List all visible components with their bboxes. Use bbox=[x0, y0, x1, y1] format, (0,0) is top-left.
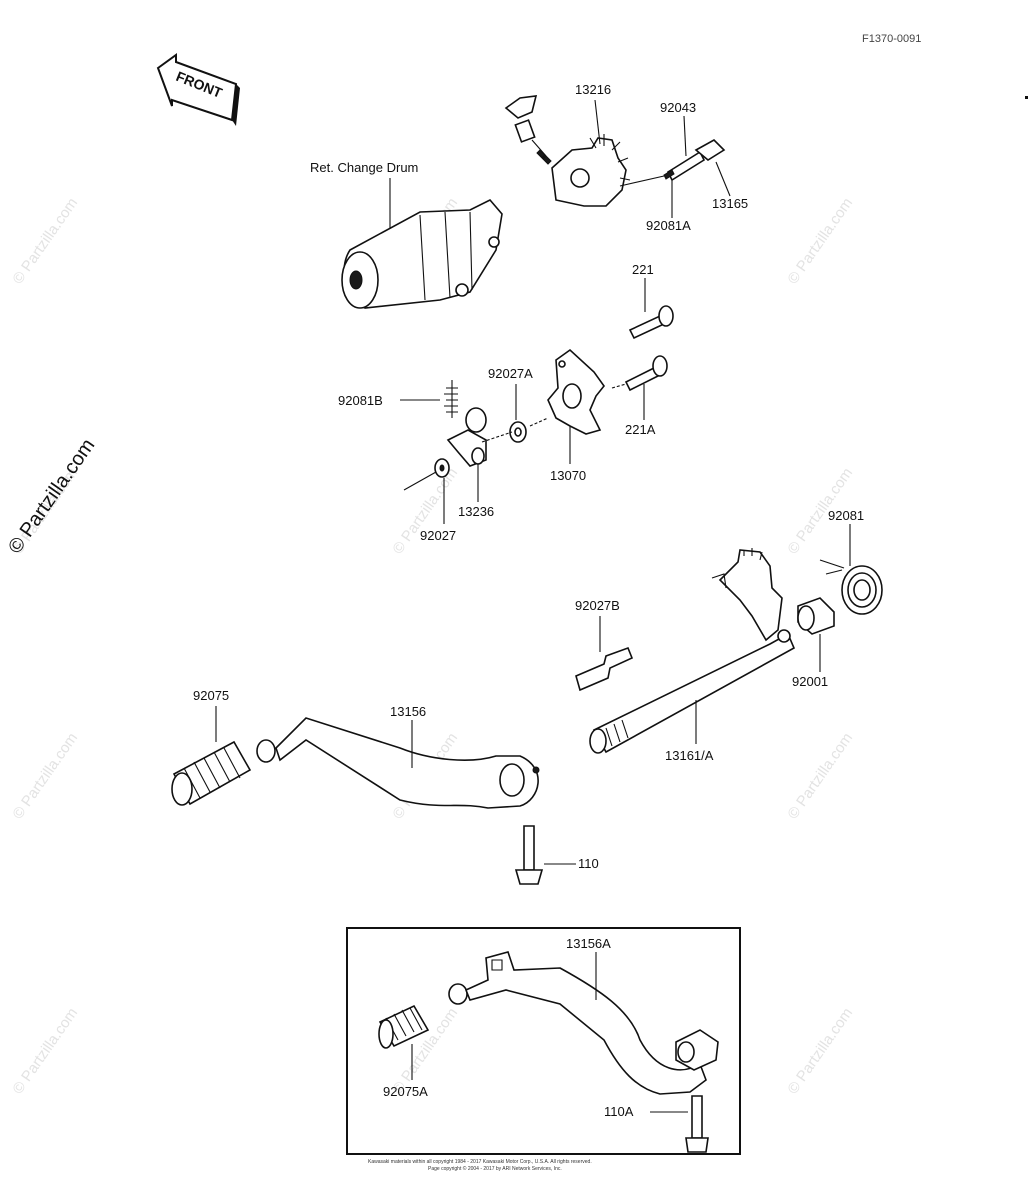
inset-box: 13156A 92075A 110A bbox=[346, 927, 741, 1155]
label-92081B: 92081B bbox=[338, 393, 383, 408]
bolt-221A: 221A bbox=[611, 355, 668, 437]
watermark-text: © Partzilla.com bbox=[9, 730, 81, 823]
label-92081: 92081 bbox=[828, 508, 864, 523]
watermark-text: © Partzilla.com bbox=[9, 195, 81, 288]
label-13216: 13216 bbox=[575, 82, 611, 97]
footer-line-2: Page copyright © 2004 - 2017 by ARI Netw… bbox=[428, 1165, 562, 1172]
label-92075: 92075 bbox=[193, 688, 229, 703]
pin-assembly: 92043 13165 92081A bbox=[619, 100, 748, 233]
watermark-main: © Partzilla.com bbox=[4, 435, 99, 558]
shift-shaft: 13161/A bbox=[589, 548, 796, 763]
label-13161A: 13161/A bbox=[665, 748, 714, 763]
label-92027B: 92001 bbox=[792, 674, 828, 689]
label-13236: 13236 bbox=[458, 504, 494, 519]
shift-drum-segment: 13216 bbox=[504, 82, 631, 207]
footer-line-1: Kawasaki materials within all copyright … bbox=[368, 1159, 592, 1165]
collar-92027B: 92001 bbox=[792, 597, 835, 689]
shift-pedal: 92075 13156 110 bbox=[171, 688, 599, 885]
bolt-221: 221 bbox=[628, 262, 674, 340]
diagram-code: F1370-0091 bbox=[862, 33, 921, 45]
watermark-text: © Partzilla.com bbox=[784, 1005, 856, 1098]
washer-92027A: 92027A bbox=[488, 366, 533, 443]
watermark-text: © Partzilla.com bbox=[784, 730, 856, 823]
label-92043: 92043 bbox=[660, 100, 696, 115]
ref-label: Ret. Change Drum bbox=[310, 160, 418, 175]
label-221A: 221A bbox=[625, 422, 656, 437]
plate-13070: 13070 bbox=[547, 348, 606, 483]
label-13156: 13156 bbox=[390, 704, 426, 719]
label-92001: 92027B bbox=[575, 598, 620, 613]
label-110A: 110A bbox=[604, 1104, 634, 1119]
label-110: 110 bbox=[578, 856, 599, 871]
front-arrow-icon: FRONT bbox=[156, 53, 240, 126]
speck bbox=[1025, 96, 1028, 99]
watermark-text: © Partzilla.com bbox=[9, 1005, 81, 1098]
label-92075A: 92075A bbox=[383, 1084, 428, 1099]
watermark-text: © Partzilla.com bbox=[784, 195, 856, 288]
label-13070: 13070 bbox=[550, 468, 586, 483]
label-13156A: 13156A bbox=[566, 936, 611, 951]
lever-13236: 13236 92027 bbox=[403, 407, 549, 543]
label-13165: 13165 bbox=[712, 196, 748, 211]
spring-92081B: 92081B bbox=[338, 380, 458, 418]
label-92081A: 92081A bbox=[646, 218, 691, 233]
label-92027: 92027 bbox=[420, 528, 456, 543]
label-92027A: 92027A bbox=[488, 366, 533, 381]
change-drum: Ret. Change Drum bbox=[310, 160, 503, 309]
label-221: 221 bbox=[632, 262, 654, 277]
watermarks: © Partzilla.com © Partzilla.com © Partzi… bbox=[4, 195, 856, 1098]
bolt-92001: 92027B bbox=[575, 598, 634, 692]
spring-92081: 92081 bbox=[819, 508, 883, 615]
